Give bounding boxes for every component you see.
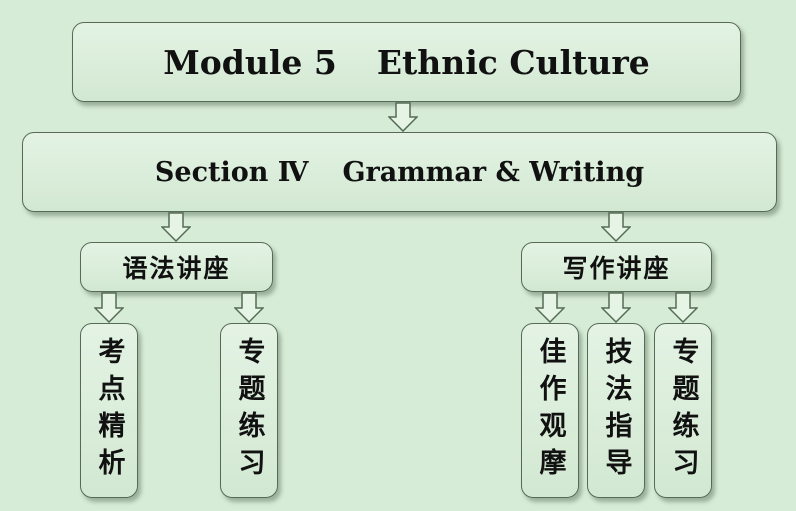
- section-title: Grammar & Writing: [342, 156, 645, 188]
- grammar-child-box-1: 考点精析: [80, 323, 138, 498]
- arrow-down-icon: [388, 102, 418, 132]
- arrow-down-icon: [535, 292, 565, 323]
- grammar-child-label-1: 考点精析: [93, 336, 125, 485]
- section-title-box: Section Ⅳ Grammar & Writing: [22, 132, 777, 212]
- arrow-down-icon: [94, 292, 124, 323]
- grammar-lecture-label: 语法讲座: [122, 254, 231, 283]
- writing-lecture-label: 写作讲座: [562, 254, 671, 283]
- arrow-down-icon: [601, 292, 631, 323]
- arrow-down-icon: [668, 292, 698, 323]
- writing-child-box-1: 佳作观摩: [521, 323, 579, 498]
- section-number: Section Ⅳ: [154, 156, 309, 188]
- writing-child-box-2: 技法指导: [587, 323, 645, 498]
- grammar-child-label-2: 专题练习: [233, 336, 265, 485]
- writing-child-label-1: 佳作观摩: [534, 336, 566, 485]
- grammar-child-box-2: 专题练习: [220, 323, 278, 498]
- writing-child-label-3: 专题练习: [667, 336, 699, 485]
- writing-child-label-2: 技法指导: [600, 336, 632, 485]
- module-title: Ethnic Culture: [376, 42, 650, 82]
- writing-lecture-box: 写作讲座: [521, 242, 712, 292]
- writing-child-box-3: 专题练习: [654, 323, 712, 498]
- grammar-lecture-box: 语法讲座: [80, 242, 273, 292]
- module-number: Module 5: [163, 42, 337, 82]
- arrow-down-icon: [161, 212, 191, 242]
- module-title-box: Module 5 Ethnic Culture: [72, 22, 741, 102]
- arrow-down-icon: [234, 292, 264, 323]
- arrow-down-icon: [601, 212, 631, 242]
